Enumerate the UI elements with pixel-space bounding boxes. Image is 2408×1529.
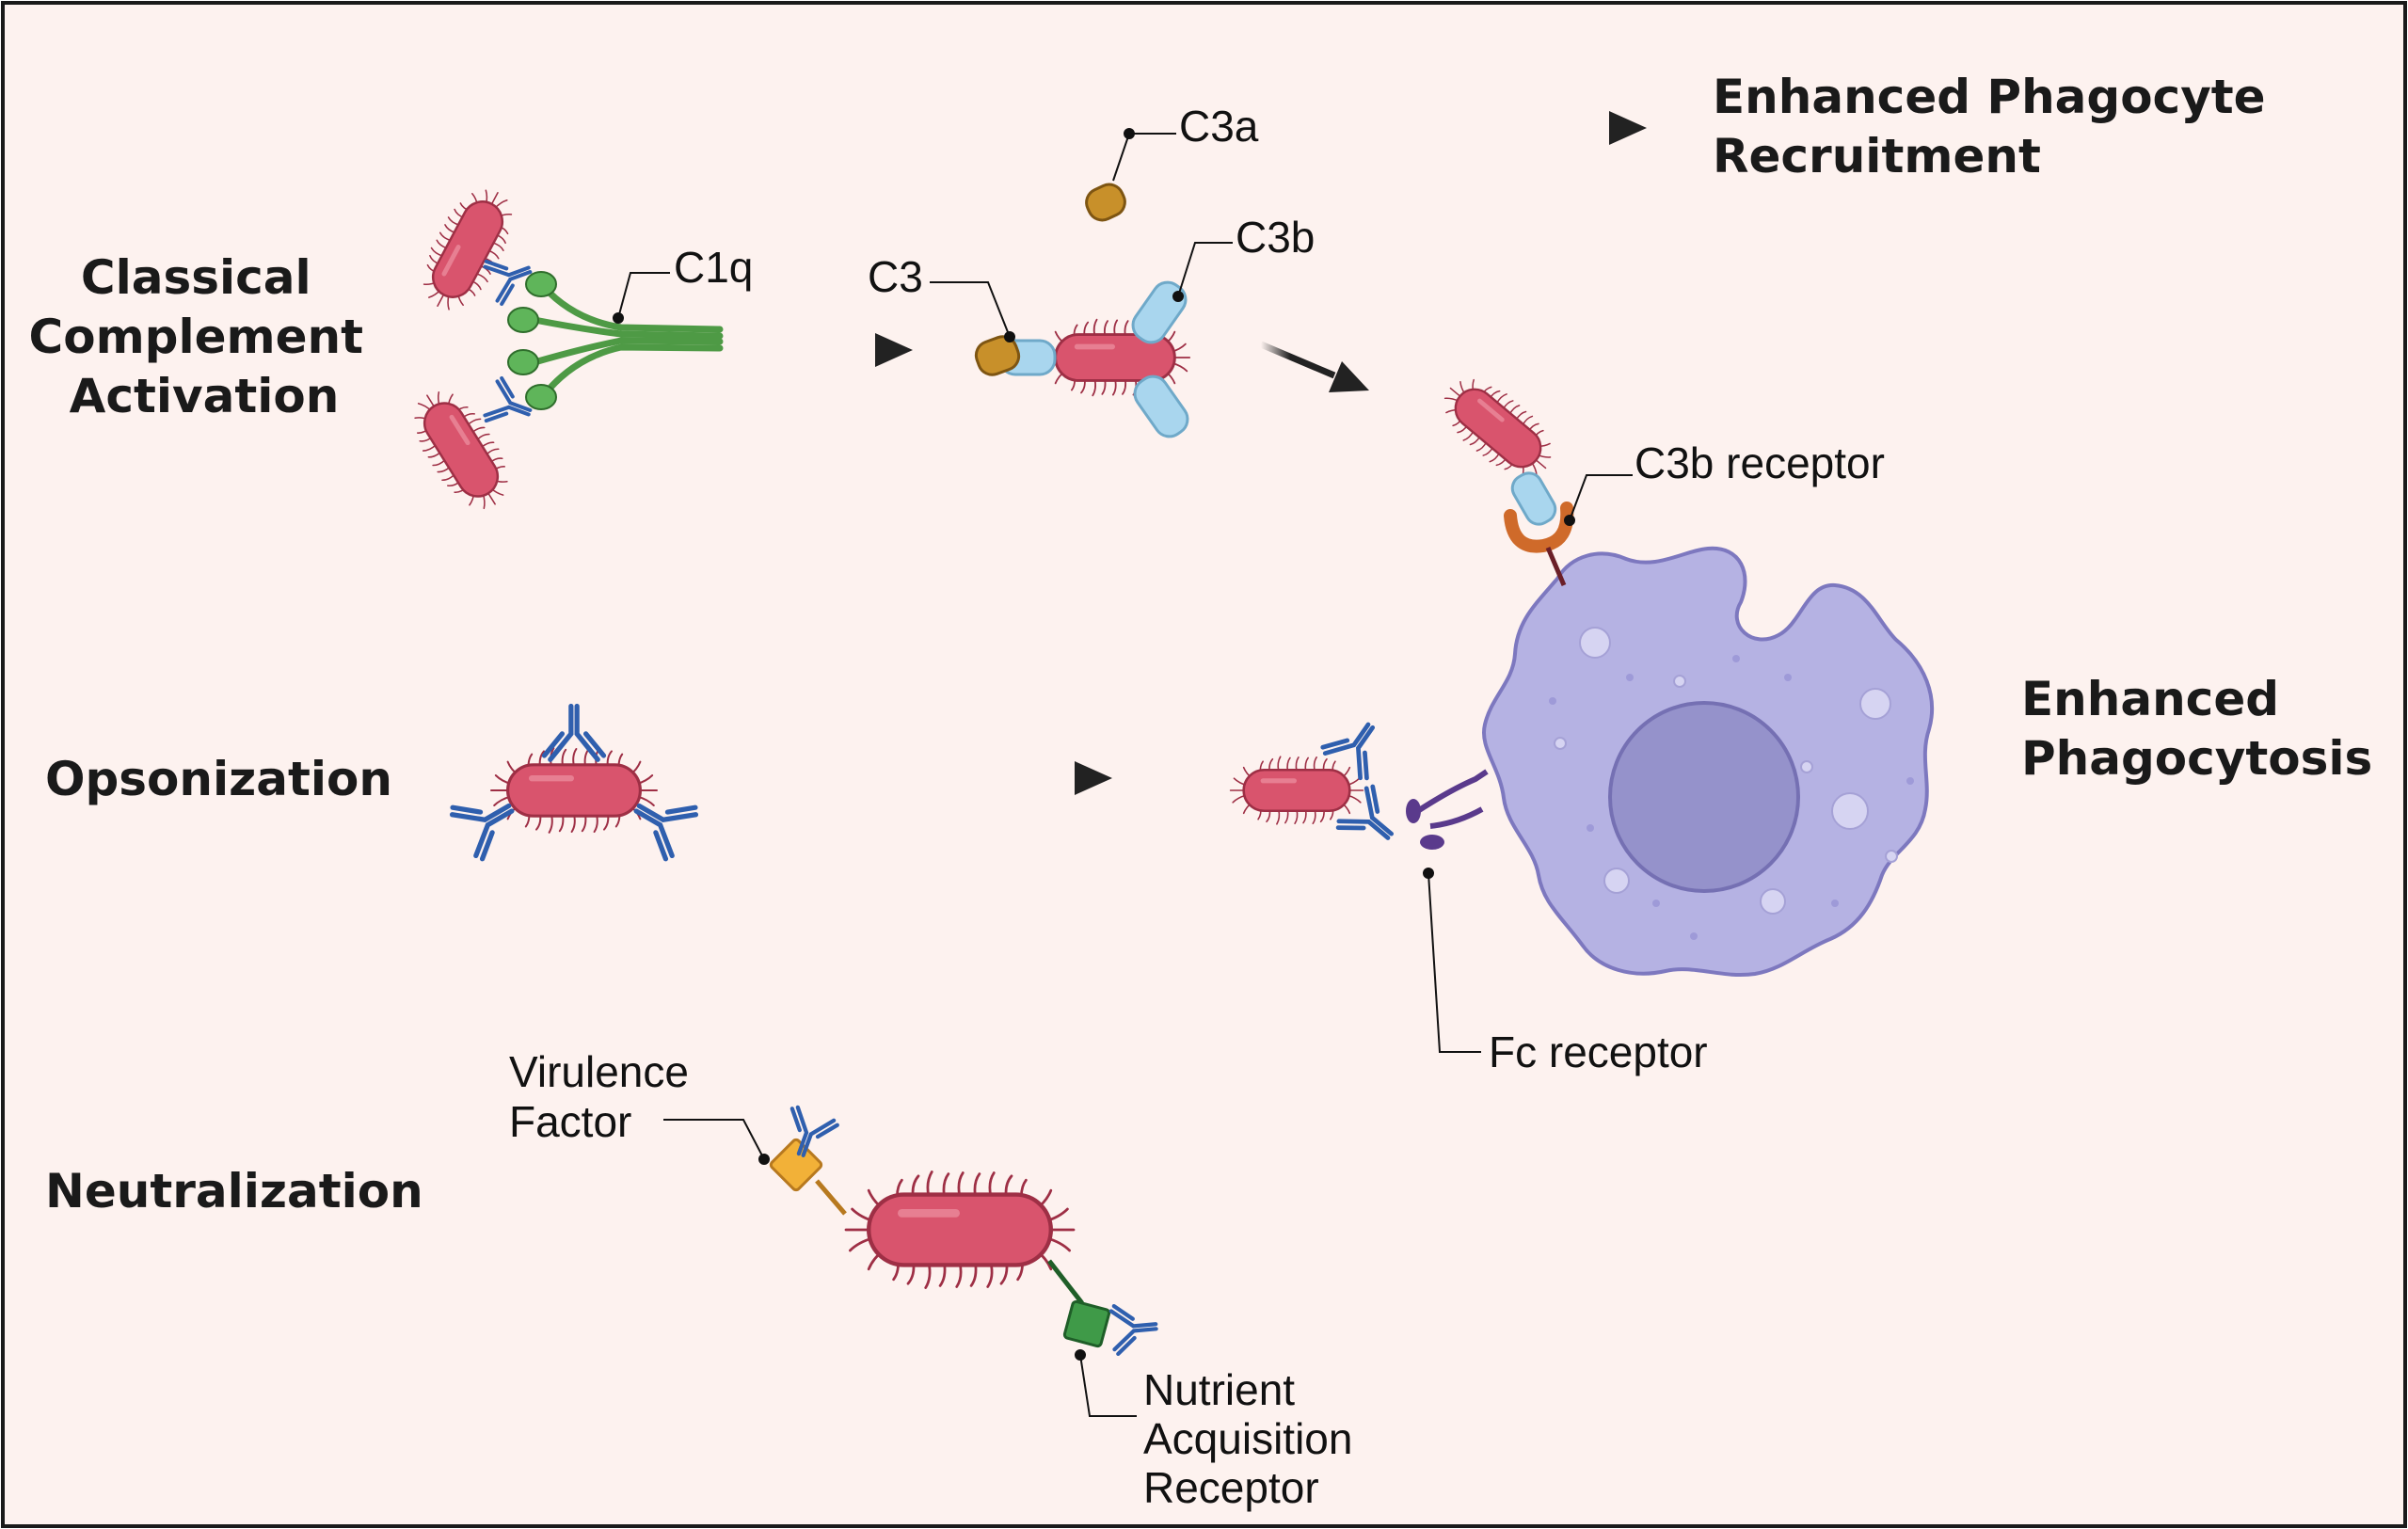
c3b-label: C3b — [1236, 213, 1315, 262]
arrow-opsonization-to-phagocytosis — [795, 761, 1112, 795]
virulence-factor-leader — [663, 1119, 770, 1165]
recruitment-heading-line-2: Recruitment — [1713, 129, 2041, 183]
virulence-label-line-2: Factor — [509, 1097, 631, 1146]
opsonization-heading: Opsonization — [45, 752, 392, 806]
nutrient-label-line-3: Receptor — [1143, 1463, 1319, 1512]
nutrient-label-line-1: Nutrient — [1143, 1365, 1295, 1414]
virulence-label-line-1: Virulence — [509, 1047, 689, 1096]
c3a-label: C3a — [1179, 102, 1259, 151]
recruitment-outcome-heading: Enhanced Phagocyte Recruitment — [1713, 70, 2282, 183]
arrow-c3a-to-recruitment — [1289, 111, 1647, 145]
arrow-c3b-to-phagocyte — [1259, 341, 1369, 392]
arrow-activation-to-c3 — [772, 333, 913, 367]
nutrient-receptor-label: Nutrient Acquisition Receptor — [1143, 1365, 1364, 1512]
c3a-leader — [1112, 128, 1176, 182]
nutrient-receptor-leader — [1075, 1349, 1137, 1417]
c3-label: C3 — [868, 252, 923, 301]
c3b-receptor-leader — [1564, 474, 1633, 526]
c1q-complex-icon — [507, 271, 724, 410]
recruitment-heading-line-1: Enhanced Phagocyte — [1713, 70, 2266, 124]
classical-heading-line-2: Complement — [29, 310, 364, 364]
c3b-receptor-label: C3b receptor — [1635, 438, 1885, 487]
classical-activation-heading: Classical Complement Activation — [29, 250, 380, 423]
c3a-icon — [1085, 183, 1126, 222]
phagocytosis-heading-line-1: Enhanced — [2021, 672, 2279, 726]
fc-receptor-leader — [1423, 868, 1481, 1053]
c3b-receptor-icon — [1504, 502, 1574, 586]
fc-receptor-label: Fc receptor — [1489, 1027, 1708, 1076]
c3b-leader — [1172, 242, 1233, 302]
c3-leader — [930, 281, 1015, 342]
phagocytosis-heading-line-2: Phagocytosis — [2021, 731, 2372, 786]
fc-receptor-icon — [1406, 769, 1489, 850]
c3b-icon — [1510, 471, 1557, 526]
classical-heading-line-3: Activation — [70, 369, 340, 423]
c1q-leader — [613, 272, 670, 324]
phagocyte-icon — [1481, 546, 1935, 977]
c3-icon — [974, 335, 1021, 376]
neutralization-heading: Neutralization — [45, 1164, 423, 1218]
virulence-factor-label: Virulence Factor — [509, 1047, 701, 1146]
nutrient-receptor-icon — [1047, 1259, 1111, 1348]
classical-heading-line-1: Classical — [81, 250, 311, 305]
c1q-label: C1q — [674, 243, 753, 292]
virulence-factor-icon — [769, 1138, 847, 1216]
phagocytosis-outcome-heading: Enhanced Phagocytosis — [2021, 672, 2372, 786]
nutrient-label-line-2: Acquisition — [1143, 1414, 1352, 1463]
